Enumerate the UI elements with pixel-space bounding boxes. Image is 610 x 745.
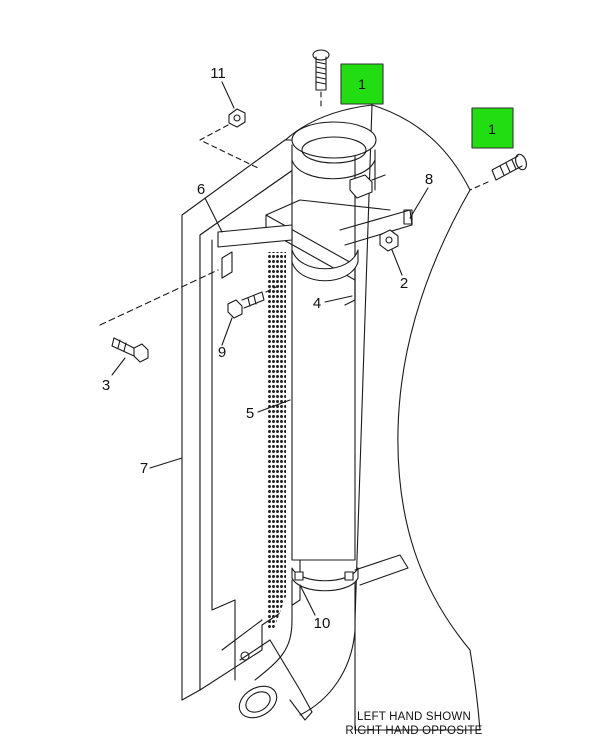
- side-shield-inner-edge: [211, 239, 236, 681]
- callout-5: 5: [246, 405, 254, 422]
- upper-bracket-strap: [291, 249, 359, 282]
- bolt-3: [111, 337, 149, 363]
- bolt-3-leader: [99, 269, 219, 326]
- callout-10: 10: [314, 615, 331, 632]
- orientation-note-line1: LEFT HAND SHOWN: [357, 711, 471, 723]
- lower-bracket: [354, 554, 409, 586]
- leader-10: [299, 584, 316, 616]
- callout-4: 4: [313, 295, 321, 312]
- leader-6: [204, 197, 223, 233]
- callout-6: 6: [197, 181, 205, 198]
- leader-4: [324, 295, 353, 303]
- callout-1-right: 1: [488, 121, 496, 137]
- exhaust-pipe-top-inner: [301, 136, 367, 164]
- nut-2: [379, 229, 399, 252]
- leader-11: [221, 81, 235, 109]
- callout-7: 7: [140, 460, 148, 477]
- bottom-strap-bolt: [240, 651, 250, 661]
- bolt-9: [227, 291, 265, 319]
- orientation-note: LEFT HAND SHOWN RIGHT HAND OPPOSITE: [314, 710, 514, 738]
- bolt-1-top: [312, 49, 330, 91]
- side-shield-notch: [221, 251, 233, 279]
- exhaust-pipe-top-outer: [291, 121, 377, 159]
- orientation-note-line2: RIGHT HAND OPPOSITE: [345, 725, 483, 737]
- right-bracket: [339, 209, 413, 246]
- bolt-9-leader: [265, 284, 281, 293]
- hood-panel: [354, 104, 481, 731]
- exhaust-elbow-outlet: [238, 685, 278, 719]
- highlight-box-1-right: [471, 107, 514, 149]
- callout-2: 2: [400, 275, 408, 292]
- side-bracket: [217, 224, 293, 248]
- exhaust-pipe: [291, 144, 356, 561]
- callout-1-top: 1: [358, 76, 366, 92]
- bolt-1-right-leader: [469, 181, 489, 191]
- top-clamp-fastener: [349, 174, 373, 199]
- bottom-strap-bracket: [221, 619, 313, 721]
- leader-3: [111, 357, 126, 376]
- callout-3: 3: [102, 377, 110, 394]
- callout-8: 8: [425, 171, 433, 188]
- lower-clamp: [291, 567, 359, 592]
- leader-8: [409, 187, 429, 219]
- lower-clamp-nut-left: [294, 571, 304, 581]
- callout-9: 9: [218, 344, 226, 361]
- nut-11: [228, 108, 246, 128]
- lower-clamp-nut-right: [344, 571, 354, 581]
- nut-11-leader: [199, 124, 259, 169]
- top-clamp-stud: [371, 174, 386, 181]
- highlight-box-1-top: [340, 63, 384, 105]
- leader-7: [149, 457, 183, 469]
- leader-5: [257, 399, 291, 413]
- bolt-1-right: [491, 153, 527, 181]
- exhaust-pipe-top-clamp: [291, 149, 376, 196]
- right-bracket-tab: [403, 209, 413, 225]
- leader-2: [391, 249, 403, 276]
- exhaust-elbow-outlet-inner: [245, 691, 271, 713]
- callout-11: 11: [210, 65, 226, 82]
- grille-perforations: [268, 252, 286, 630]
- bracket-flange: [344, 269, 356, 306]
- leader-9: [221, 317, 233, 346]
